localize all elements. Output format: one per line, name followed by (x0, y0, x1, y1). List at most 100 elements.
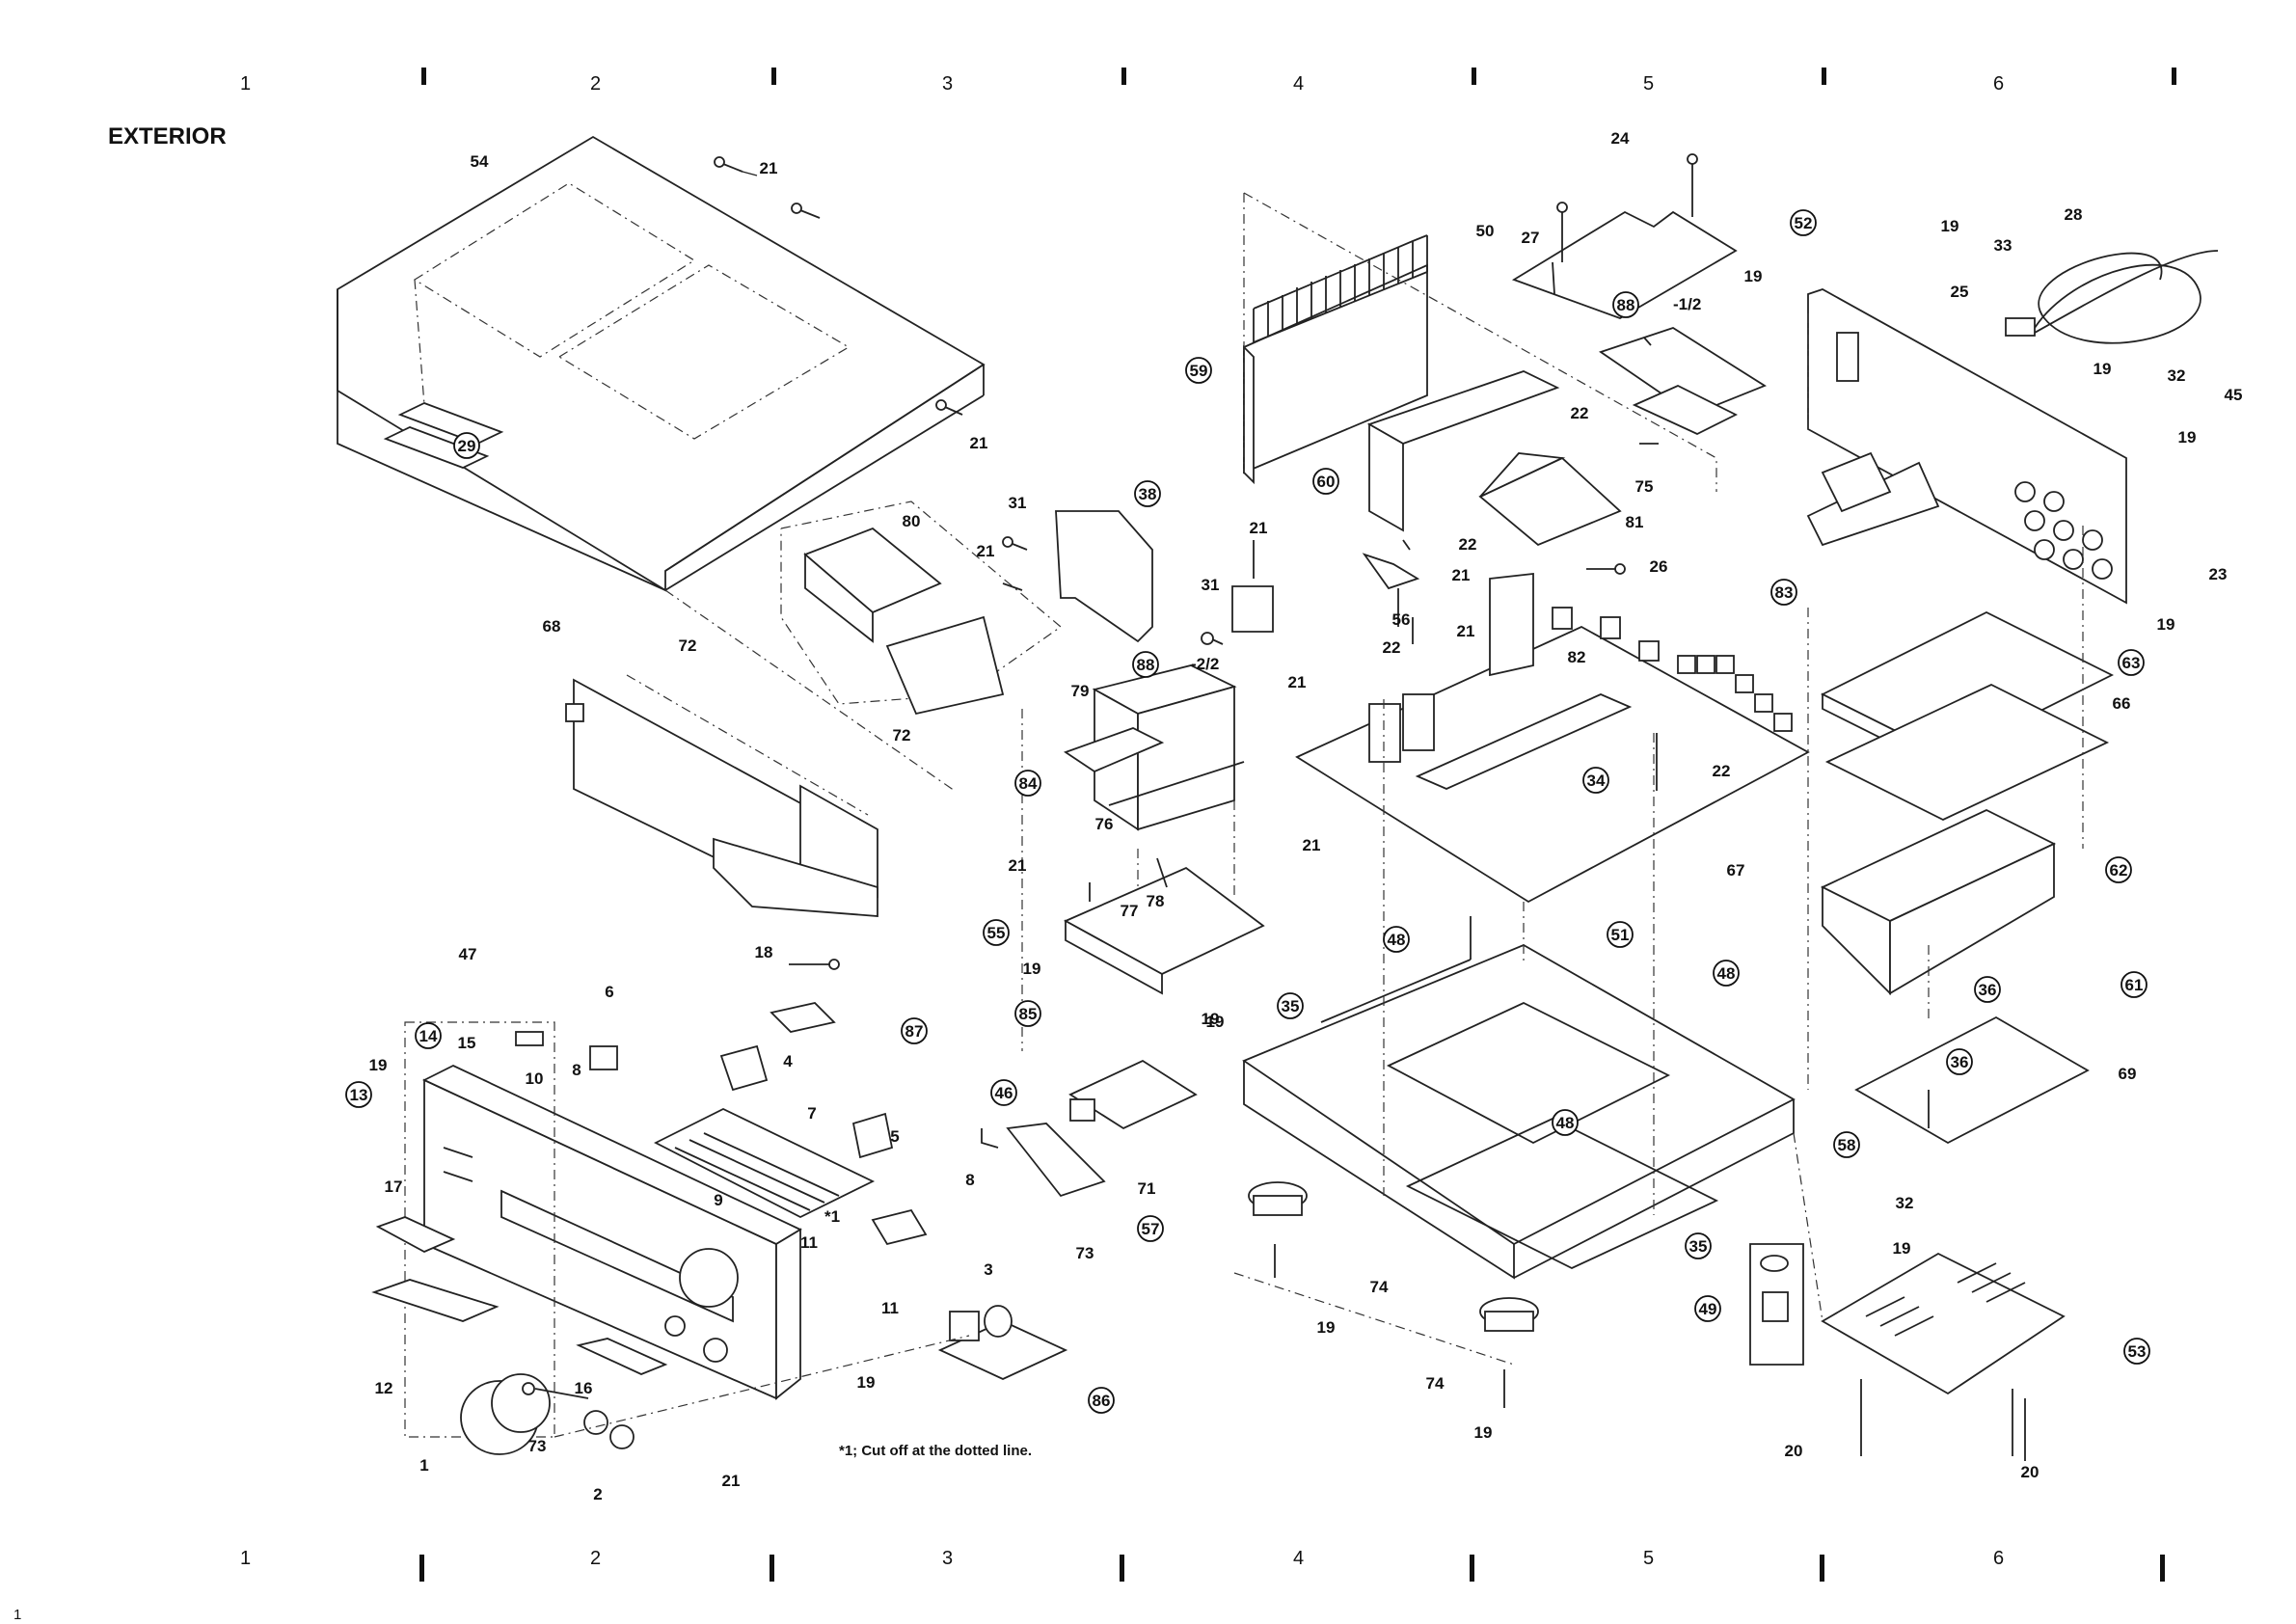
diagram-title: EXTERIOR (108, 123, 227, 149)
callout-c72b: 72 (893, 726, 911, 744)
callout-c79: 79 (1071, 682, 1090, 700)
callout-text: 5 (890, 1127, 899, 1146)
callout-circle (1132, 651, 1159, 678)
callout-text: 80 (903, 512, 921, 530)
callout-text: 18 (755, 943, 773, 961)
callout-c8b: 8 (965, 1171, 974, 1189)
part-52-rear-panel (1806, 288, 2127, 605)
callout-c67: 67 (1727, 861, 1745, 880)
callout-text: 23 (2209, 565, 2228, 583)
callout-c19k: 19 (1317, 1318, 1336, 1337)
callout-text: 19 (1023, 960, 1041, 978)
callout-c61: 61 (2120, 971, 2147, 998)
callout-text: 59 (1190, 362, 1208, 380)
callout-text: 19 (369, 1056, 388, 1074)
callout-c15: 15 (458, 1034, 476, 1052)
part-54-top-cover (337, 135, 986, 592)
callout-c31b: 31 (1202, 576, 1220, 594)
callout-text: 10 (526, 1069, 544, 1088)
part-7-board (654, 1107, 876, 1219)
callout-text: 57 (1142, 1220, 1160, 1238)
callout-text: 32 (2168, 366, 2186, 385)
callout-text: 27 (1522, 229, 1540, 247)
callout-c36b: 36 (1946, 1048, 1973, 1075)
callout-text: 22 (1571, 404, 1589, 422)
callout-c19i: 19 (857, 1373, 876, 1392)
callout-text: 61 (2125, 976, 2144, 994)
callout-text: 4 (783, 1052, 793, 1070)
callout-text: 62 (2110, 861, 2128, 880)
part-4-bracket (719, 1044, 769, 1092)
callout-text: 25 (1951, 283, 1969, 301)
callout-text: 19 (1317, 1318, 1336, 1337)
callout-circle (1383, 926, 1410, 953)
part-60-plate (1243, 192, 1717, 532)
part-50-shield (1511, 153, 1738, 319)
callout-circle (1607, 921, 1634, 948)
footnote: *1; Cut off at the dotted line. (839, 1443, 1032, 1459)
callout-c26: 26 (1650, 557, 1668, 576)
callout-text: 79 (1071, 682, 1090, 700)
callout-text: 19 (857, 1373, 876, 1392)
callout-c6: 6 (605, 983, 613, 1001)
callout-text: 66 (2113, 694, 2131, 713)
callout-c76: 76 (1095, 815, 1114, 833)
callout-text: 48 (1556, 1114, 1575, 1132)
part-56-bracket (1231, 539, 1420, 644)
callout-c21d: 21 (1250, 519, 1268, 537)
callout-c22d: 22 (1713, 762, 1731, 780)
callout-circle (2118, 649, 2145, 676)
part-88-power-board (1598, 327, 1767, 445)
callout-c49: 49 (1694, 1295, 1721, 1322)
callout-c88b: 88 (1132, 651, 1159, 678)
callout-c60: 60 (1312, 468, 1339, 495)
callout-text: 15 (458, 1034, 476, 1052)
callout-text: 22 (1459, 535, 1477, 554)
callout-text: 19 (1893, 1239, 1911, 1258)
callout-text: 75 (1635, 477, 1654, 496)
callout-c24: 24 (1611, 129, 1630, 148)
callout-text: 13 (350, 1086, 368, 1104)
callout-c9: 9 (714, 1191, 722, 1209)
callout-text: 72 (679, 636, 697, 655)
grid-tick-top (1822, 68, 1826, 85)
grid-col-bottom-3: 3 (942, 1548, 954, 1569)
callout-text: 28 (2065, 205, 2083, 224)
callout-c18: 18 (755, 943, 773, 961)
callout-c19c: 19 (1744, 267, 1763, 285)
callout-c48b: 48 (1713, 960, 1740, 987)
grid-tick-bottom (2160, 1555, 2165, 1582)
grid-tick-top (771, 68, 776, 85)
callout-circle (415, 1022, 442, 1049)
callout-c88a-suffix: -1/2 (1673, 295, 1701, 313)
callout-text: 48 (1717, 964, 1736, 983)
callout-text: 21 (1288, 673, 1307, 691)
callout-c25: 25 (1951, 283, 1969, 301)
callout-circle (1312, 468, 1339, 495)
callout-circle (1014, 770, 1041, 797)
callout-c74b: 74 (1426, 1374, 1445, 1393)
callout-circle (2123, 1338, 2150, 1365)
callout-c19b: 19 (1206, 1013, 1225, 1031)
callout-text: 52 (1795, 214, 1813, 232)
callout-text: 53 (2128, 1342, 2147, 1361)
callout-c81: 81 (1626, 513, 1644, 531)
callout-text: 19 (1202, 1010, 1220, 1028)
part-86-switch-board (937, 1305, 1068, 1380)
callout-c1star: *1 (824, 1207, 840, 1226)
grid-col-top-2: 2 (590, 73, 602, 95)
grid-tick-bottom (1470, 1555, 1474, 1582)
callout-c21j: 21 (722, 1472, 741, 1490)
callout-c38: 38 (1134, 480, 1161, 507)
callout-c63: 63 (2118, 649, 2145, 676)
part-62-case (1820, 808, 2057, 996)
callout-text: 21 (722, 1472, 741, 1490)
callout-text: 63 (2122, 654, 2141, 672)
callout-c19l: 19 (1474, 1423, 1493, 1442)
part-51-chassis (1242, 916, 1796, 1280)
callout-text: 22 (1383, 638, 1401, 657)
part-59-heatsink (1243, 234, 1428, 485)
grid-tick-top (1121, 68, 1126, 85)
callout-circle (1137, 1215, 1164, 1242)
callout-c21e: 21 (1288, 673, 1307, 691)
